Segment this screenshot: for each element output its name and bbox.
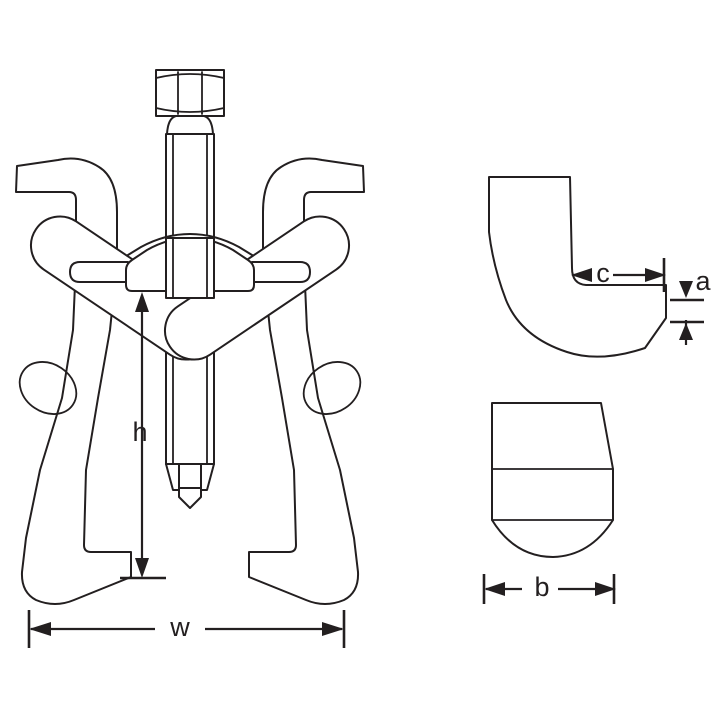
dim-w-arrow-left [29, 622, 51, 636]
dim-h-arrow-bottom [135, 558, 149, 578]
spindle-tip-cone [178, 487, 202, 509]
dimension-b: b [482, 572, 616, 604]
hook-detail-view: c a [488, 176, 711, 358]
dim-a-arrow-bottom [679, 323, 693, 340]
dim-b-label: b [534, 572, 549, 602]
jaw-section-view: b [482, 402, 616, 604]
left-arm-pivot-ring [18, 361, 78, 415]
dimension-h: h [120, 292, 166, 580]
right-arm-stub [251, 261, 311, 283]
dim-c-arrow-left [571, 268, 592, 282]
right-arm-pivot-ring [302, 361, 362, 415]
spindle-collar [166, 115, 214, 135]
hook-profile [488, 176, 667, 358]
front-view: h w [15, 69, 365, 648]
dimension-w: w [27, 610, 346, 648]
dimension-c: c [571, 258, 666, 292]
hex-head [155, 69, 225, 117]
spindle-through-yoke [165, 237, 215, 299]
dim-a-arrow-top [679, 281, 693, 298]
dim-b-arrow-left [484, 582, 505, 596]
dim-a-label: a [695, 266, 711, 296]
dim-w-arrow-right [322, 622, 344, 636]
jaw-section-profile [491, 402, 614, 558]
dim-w-label: w [169, 612, 190, 642]
dim-c-label: c [596, 258, 610, 288]
dim-h-arrow-top [135, 292, 149, 312]
hex-head-chamfer-bottom [155, 107, 225, 113]
dim-c-arrow-right [645, 268, 666, 282]
left-arm-stub [69, 261, 129, 283]
dimension-a: a [670, 266, 711, 345]
dim-b-arrow-right [595, 582, 616, 596]
hex-head-chamfer-top [155, 73, 225, 79]
dim-h-label: h [132, 417, 147, 447]
